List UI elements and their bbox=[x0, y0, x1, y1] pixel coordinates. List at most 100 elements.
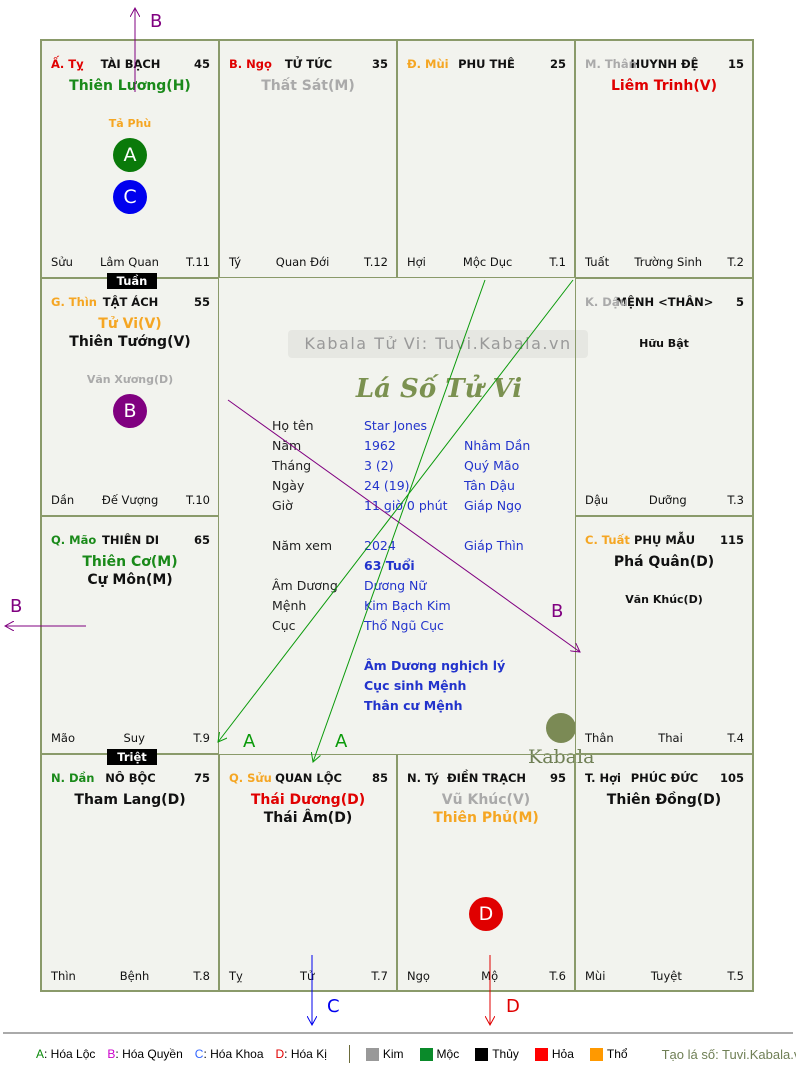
main-star: Thái Dương(D) bbox=[250, 792, 366, 808]
element-swatch bbox=[365, 1048, 379, 1062]
footer-bc: Mộc Dục bbox=[462, 255, 513, 269]
footer-bc: Dưỡng bbox=[648, 493, 687, 507]
hoa-badge: B bbox=[113, 394, 147, 428]
footer-bc: Thai bbox=[658, 731, 683, 745]
legend-key: D bbox=[275, 1047, 285, 1061]
chart-title: Lá Số Tử Vi bbox=[355, 374, 523, 404]
legend-element-item: Hỏa bbox=[534, 1046, 574, 1062]
info-row: Mệnh Kim Bạch Kim bbox=[272, 598, 602, 616]
watermark: Kabala Tử Vi: Tuvi.Kabala.vn bbox=[288, 330, 588, 358]
star-list: Vũ Khúc(V)Thiên Phủ(M)D bbox=[398, 791, 574, 931]
main-star: Thiên Phủ(M) bbox=[433, 810, 539, 826]
can-chi: T. Hợi bbox=[585, 771, 621, 785]
minor-star: Hữu Bật bbox=[639, 337, 689, 350]
palace-name: TÀI BẠCH bbox=[100, 57, 161, 71]
legend-text: : Hóa Kị bbox=[284, 1047, 327, 1061]
legend-key: B bbox=[107, 1047, 116, 1061]
legend-element-item: Kim bbox=[365, 1046, 404, 1062]
info-value: 1962 bbox=[364, 438, 396, 453]
arrow-label: B bbox=[551, 601, 564, 622]
info-row: Âm Dương nghịch lý bbox=[272, 658, 602, 676]
palace-age: 5 bbox=[735, 295, 744, 309]
element-swatch bbox=[475, 1048, 489, 1062]
footer-br: T.2 bbox=[727, 255, 744, 269]
footer-bl: Mão bbox=[51, 731, 76, 745]
element-label: Thủy bbox=[492, 1046, 519, 1061]
palace-age: 35 bbox=[371, 57, 388, 71]
info-value-2: Quý Mão bbox=[464, 458, 520, 473]
triet-tag: Triệt bbox=[107, 749, 157, 765]
footer-bl: Tuất bbox=[585, 255, 610, 269]
info-label: Mệnh bbox=[272, 598, 307, 613]
arrow-label: D bbox=[506, 996, 520, 1017]
tree-logo-icon bbox=[546, 713, 577, 743]
palace-name: PHỤ MẪU bbox=[633, 533, 696, 547]
footer-br: T.10 bbox=[186, 493, 210, 507]
logo-text: Kabala bbox=[528, 746, 595, 768]
legend-divider bbox=[348, 1045, 350, 1063]
footer-bl: Thân bbox=[585, 731, 614, 745]
palace-name: THIÊN DI bbox=[101, 533, 160, 547]
legend-element-item: Mộc bbox=[419, 1047, 459, 1062]
info-value: Kim Bạch Kim bbox=[364, 598, 451, 613]
can-chi: G. Thìn bbox=[51, 295, 97, 309]
arrow-label: A bbox=[243, 731, 256, 752]
palace-name: PHU THÊ bbox=[458, 57, 515, 71]
can-chi: Đ. Mùi bbox=[407, 57, 449, 71]
main-star: Thái Âm(D) bbox=[263, 810, 353, 826]
info-row: Cục sinh Mệnh bbox=[272, 678, 602, 696]
chart-center-info: Kabala Tử Vi: Tuvi.Kabala.vn Lá Số Tử Vi… bbox=[260, 318, 618, 795]
info-value: Star Jones bbox=[364, 418, 428, 433]
element-label: Kim bbox=[382, 1046, 404, 1061]
info-value-2: Giáp Thìn bbox=[464, 538, 524, 553]
legend-text: : Hóa Quyền bbox=[115, 1047, 183, 1061]
element-label: Thổ bbox=[606, 1046, 628, 1061]
star-list: Tử Vi(V)Thiên Tướng(V)Văn Xương(D)B bbox=[42, 315, 218, 428]
footer-bc: Quan Đới bbox=[275, 255, 330, 269]
footer-br: T.4 bbox=[727, 731, 744, 745]
legend-hoa-item: B: Hóa Quyền bbox=[107, 1047, 182, 1061]
palace-age: 55 bbox=[193, 295, 210, 309]
main-star: Phá Quân(D) bbox=[613, 554, 715, 570]
palace-age: 45 bbox=[193, 57, 210, 71]
info-value: 63 Tuổi bbox=[364, 558, 415, 573]
hoa-badge: C bbox=[113, 180, 147, 214]
main-star: Vũ Khúc(V) bbox=[441, 792, 531, 808]
kabala-logo: Kabala bbox=[528, 713, 594, 768]
footer-bl: Tỵ bbox=[229, 969, 243, 983]
footer-br: T.12 bbox=[364, 255, 388, 269]
element-label: Hỏa bbox=[551, 1046, 574, 1061]
footer-bc: Bệnh bbox=[119, 969, 150, 983]
palace-age: 65 bbox=[193, 533, 210, 547]
info-value: 24 (19) bbox=[364, 478, 410, 493]
main-star: Liêm Trinh(V) bbox=[611, 78, 717, 94]
palace-name: ĐIỀN TRẠCH bbox=[446, 771, 527, 785]
legend-element-item: Thổ bbox=[589, 1046, 628, 1062]
palace-age: 115 bbox=[719, 533, 744, 547]
